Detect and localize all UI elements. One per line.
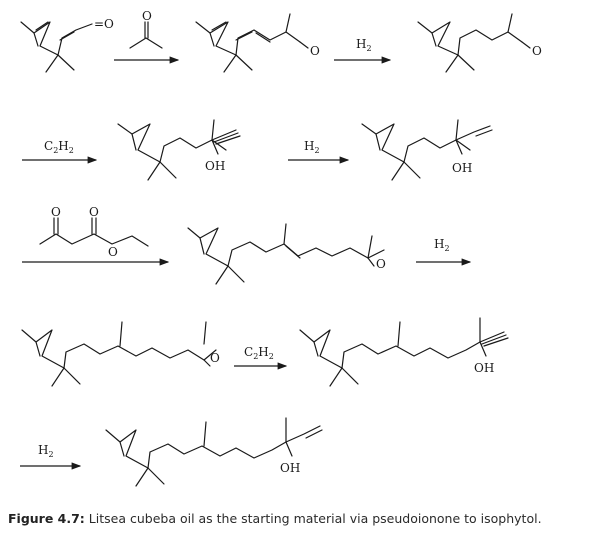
dehydroisophytol-oh-label: OH (474, 361, 494, 375)
ethynyl-carbinol-structure: OH (117, 119, 241, 181)
dehydroisophytol-structure: OH (299, 317, 509, 387)
reagent-h2-3: H2 (434, 237, 450, 253)
reagent-c2h2-2: C2H2 (244, 345, 274, 361)
reagent-h2-2: H2 (304, 139, 320, 155)
acetone-oxygen-label: O (142, 9, 152, 23)
figure-caption: Figure 4.7: Litsea cubeba oil as the sta… (8, 511, 596, 526)
acetoacetate-structure: O O O (39, 205, 149, 259)
pseudoionone-oxygen-label: O (310, 44, 320, 58)
pseudoionone-structure: O (195, 13, 320, 73)
figure-label: Figure 4.7: (8, 511, 85, 526)
vinyl-carbinol-structure: OH (361, 119, 493, 181)
isophytol-oh-label: OH (280, 461, 300, 475)
unsaturated-c18-ketone-structure: O (187, 223, 386, 285)
reagent-c2h2-1: C2H2 (44, 139, 74, 155)
hexahydro-oxygen-label: O (532, 44, 542, 58)
carbinol-oh-label-2: OH (452, 161, 472, 175)
reagent-h2-4: H2 (38, 443, 54, 459)
reaction-scheme: =O O O H2 O C2H2 (20, 9, 542, 487)
reagent-h2-1: H2 (356, 37, 372, 53)
isophytol-structure: OH (105, 417, 323, 487)
acetoacetate-oxygen-2: O (89, 205, 99, 219)
carbinol-oh-label-1: OH (205, 159, 225, 173)
c18-ketone-oxygen-label: O (376, 257, 386, 271)
aldehyde-oxygen-label: =O (94, 17, 114, 31)
hexahydropseudoionone-structure: O (417, 13, 542, 73)
citral-structure: =O (20, 17, 114, 73)
acetoacetate-oxygen-1: O (51, 205, 61, 219)
hexahydrofarnesylacetone-structure: O (21, 321, 220, 387)
acetoacetate-oxygen-3: O (108, 245, 118, 259)
acetone-structure: O (129, 9, 163, 49)
figure-caption-text: Litsea cubeba oil as the starting materi… (84, 511, 542, 526)
c18-saturated-oxygen-label: O (210, 351, 220, 365)
